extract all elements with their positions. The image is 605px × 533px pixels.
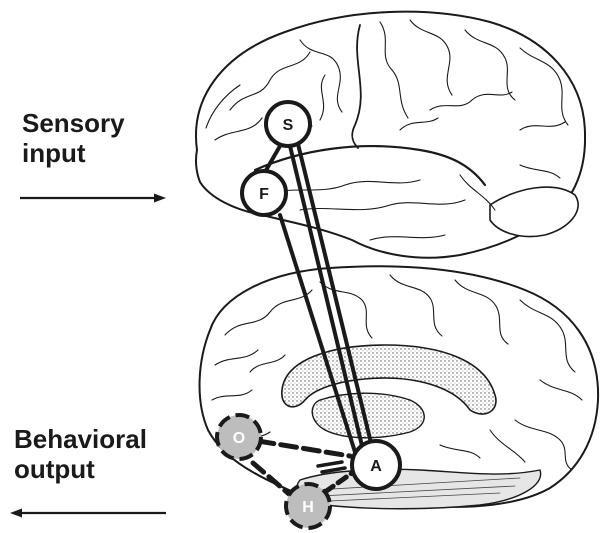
- node-s-label: S: [283, 117, 294, 134]
- node-a-label: A: [370, 458, 382, 475]
- behavioral-output-label: Behavioral output: [14, 424, 147, 484]
- node-s: S: [266, 102, 310, 146]
- lateral-brain: [196, 12, 585, 258]
- behavioral-label-line2: output: [14, 454, 147, 484]
- node-f-label: F: [259, 186, 269, 203]
- sensory-input-arrow: [20, 194, 166, 203]
- behavioral-output-arrow: [10, 509, 166, 518]
- node-o: O: [217, 415, 261, 459]
- sensory-label-line1: Sensory: [22, 108, 125, 138]
- node-f: F: [242, 171, 286, 215]
- behavioral-label-line1: Behavioral: [14, 424, 147, 454]
- node-h-label: H: [302, 499, 314, 516]
- sensory-input-label: Sensory input: [22, 108, 125, 168]
- node-a: A: [352, 441, 400, 489]
- node-h: H: [286, 484, 330, 528]
- node-o-label: O: [233, 430, 245, 447]
- sensory-label-line2: input: [22, 138, 125, 168]
